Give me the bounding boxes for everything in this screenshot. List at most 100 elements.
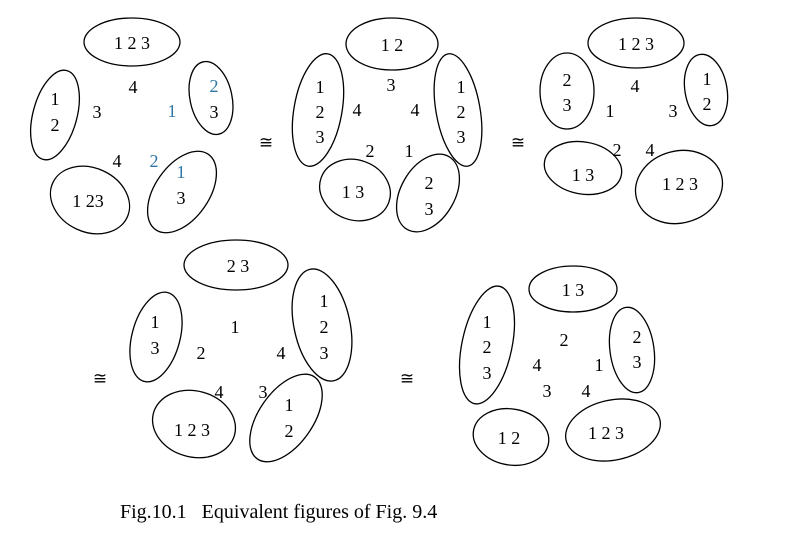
ellipse-label: 3	[633, 352, 642, 372]
inner-label: 3	[669, 101, 678, 121]
inner-label: 2	[560, 330, 569, 350]
ellipse-label: 1 2	[381, 35, 404, 55]
ellipse-bottom-right	[395, 153, 461, 233]
ellipse-label: 3	[457, 127, 466, 147]
ellipse-right	[291, 268, 353, 382]
ellipse-top	[528, 265, 618, 313]
ellipse-label: 1	[483, 312, 492, 332]
ellipse-label: 1	[285, 395, 294, 415]
figure-4: 2 3 1 2 3 1 2 1 2 3 1 3 1 4 3 4 2	[129, 239, 353, 463]
ellipse-label: 3	[177, 188, 186, 208]
inner-label: 4	[353, 100, 362, 120]
figure-caption: Fig.10.1 Equivalent figures of Fig. 9.4	[120, 501, 437, 523]
ellipse-left	[291, 53, 345, 167]
ellipse-top	[83, 17, 181, 67]
inner-label: 2	[197, 343, 206, 363]
figure-3: 1 2 3 1 2 1 2 3 1 3 2 3 4 3 4 2 1	[539, 17, 729, 225]
ellipse-left	[129, 291, 183, 383]
inner-label: 3	[93, 102, 102, 122]
ellipse-left	[29, 69, 81, 161]
ellipse-label: 1 2 3	[618, 34, 654, 54]
ellipse-top	[345, 17, 439, 71]
ellipse-label: 2	[210, 76, 219, 96]
ellipse-top	[183, 239, 289, 291]
inner-label: 3	[387, 75, 396, 95]
ellipse-label: 1	[151, 312, 160, 332]
ellipse-label: 2	[316, 102, 325, 122]
ellipse-label: 3	[316, 127, 325, 147]
inner-label: 4	[411, 100, 420, 120]
ellipse-label: 2	[457, 102, 466, 122]
inner-label: 4	[277, 343, 286, 363]
figure-1: 1 2 3 2 3 1 3 1 23 1 2 4 1 2 4 3	[29, 17, 234, 235]
figure-2: 1 2 1 2 3 2 3 1 3 1 2 3 3 4 1 2 4	[291, 17, 483, 233]
ellipse-label: 2	[285, 421, 294, 441]
ellipse-label: 1 3	[562, 280, 585, 300]
ellipse-label: 2	[425, 173, 434, 193]
equivalence-symbol: ≅	[93, 369, 107, 389]
ellipse-label: 2	[51, 115, 60, 135]
ellipse-bottom-left	[318, 158, 392, 222]
inner-label: 1	[231, 317, 240, 337]
inner-label: 1	[595, 355, 604, 375]
ellipse-label: 2	[483, 337, 492, 357]
ellipse-label: 3	[425, 199, 434, 219]
ellipse-label: 2	[703, 94, 712, 114]
ellipse-label: 1 2 3	[588, 423, 624, 443]
ellipse-label: 3	[210, 102, 219, 122]
inner-label: 3	[259, 382, 268, 402]
ellipse-right	[608, 306, 656, 394]
inner-label: 1	[606, 101, 615, 121]
ellipse-bottom-right	[146, 150, 218, 234]
inner-label: 3	[543, 381, 552, 401]
inner-label: 2	[366, 141, 375, 161]
ellipse-right	[433, 53, 483, 167]
ellipse-bottom-right	[564, 398, 662, 462]
ellipse-right	[188, 60, 234, 136]
ellipse-label: 1 2 3	[114, 33, 150, 53]
ellipse-bottom-left	[49, 165, 131, 235]
ellipse-bottom-right	[634, 149, 724, 225]
inner-label: 4	[646, 140, 655, 160]
inner-label: 4	[533, 355, 542, 375]
ellipse-label: 1 2 3	[662, 174, 698, 194]
ellipse-label: 1 3	[342, 182, 365, 202]
inner-label: 1	[168, 101, 177, 121]
inner-label: 2	[613, 140, 622, 160]
ellipse-label: 3	[483, 363, 492, 383]
ellipse-label: 1 2	[498, 428, 521, 448]
figure-5: 1 3 2 3 1 2 3 1 2 1 2 3 2 1 4 3 4	[458, 265, 662, 467]
ellipse-right	[683, 53, 729, 127]
ellipse-label: 1	[703, 69, 712, 89]
inner-label: 4	[113, 151, 122, 171]
inner-label: 2	[150, 151, 159, 171]
ellipse-label: 1	[177, 162, 186, 182]
ellipse-label: 1	[51, 89, 60, 109]
ellipse-bottom-left	[472, 407, 550, 467]
ellipse-label: 2	[633, 327, 642, 347]
ellipse-left	[539, 52, 595, 130]
ellipse-label: 1	[457, 77, 466, 97]
ellipse-label: 2	[320, 317, 329, 337]
inner-label: 4	[129, 77, 138, 97]
inner-label: 1	[405, 141, 414, 161]
ellipse-label: 3	[151, 338, 160, 358]
equivalence-symbol: ≅	[400, 369, 414, 389]
ellipse-bottom-left	[543, 140, 623, 196]
equivalence-symbol: ≅	[511, 133, 525, 153]
ellipse-label: 2	[563, 70, 572, 90]
ellipse-label: 1 3	[572, 165, 595, 185]
ellipse-label: 1 2 3	[174, 420, 210, 440]
inner-label: 4	[631, 76, 640, 96]
ellipse-bottom-right	[249, 373, 323, 463]
inner-label: 4	[215, 382, 224, 402]
ellipse-label: 3	[563, 95, 572, 115]
ellipse-label: 3	[320, 343, 329, 363]
ellipse-left	[458, 285, 516, 405]
ellipse-label: 1 23	[72, 191, 104, 211]
inner-label: 4	[582, 381, 591, 401]
ellipse-bottom-left	[151, 389, 237, 459]
ellipse-label: 1	[316, 77, 325, 97]
ellipse-label: 2 3	[227, 256, 250, 276]
